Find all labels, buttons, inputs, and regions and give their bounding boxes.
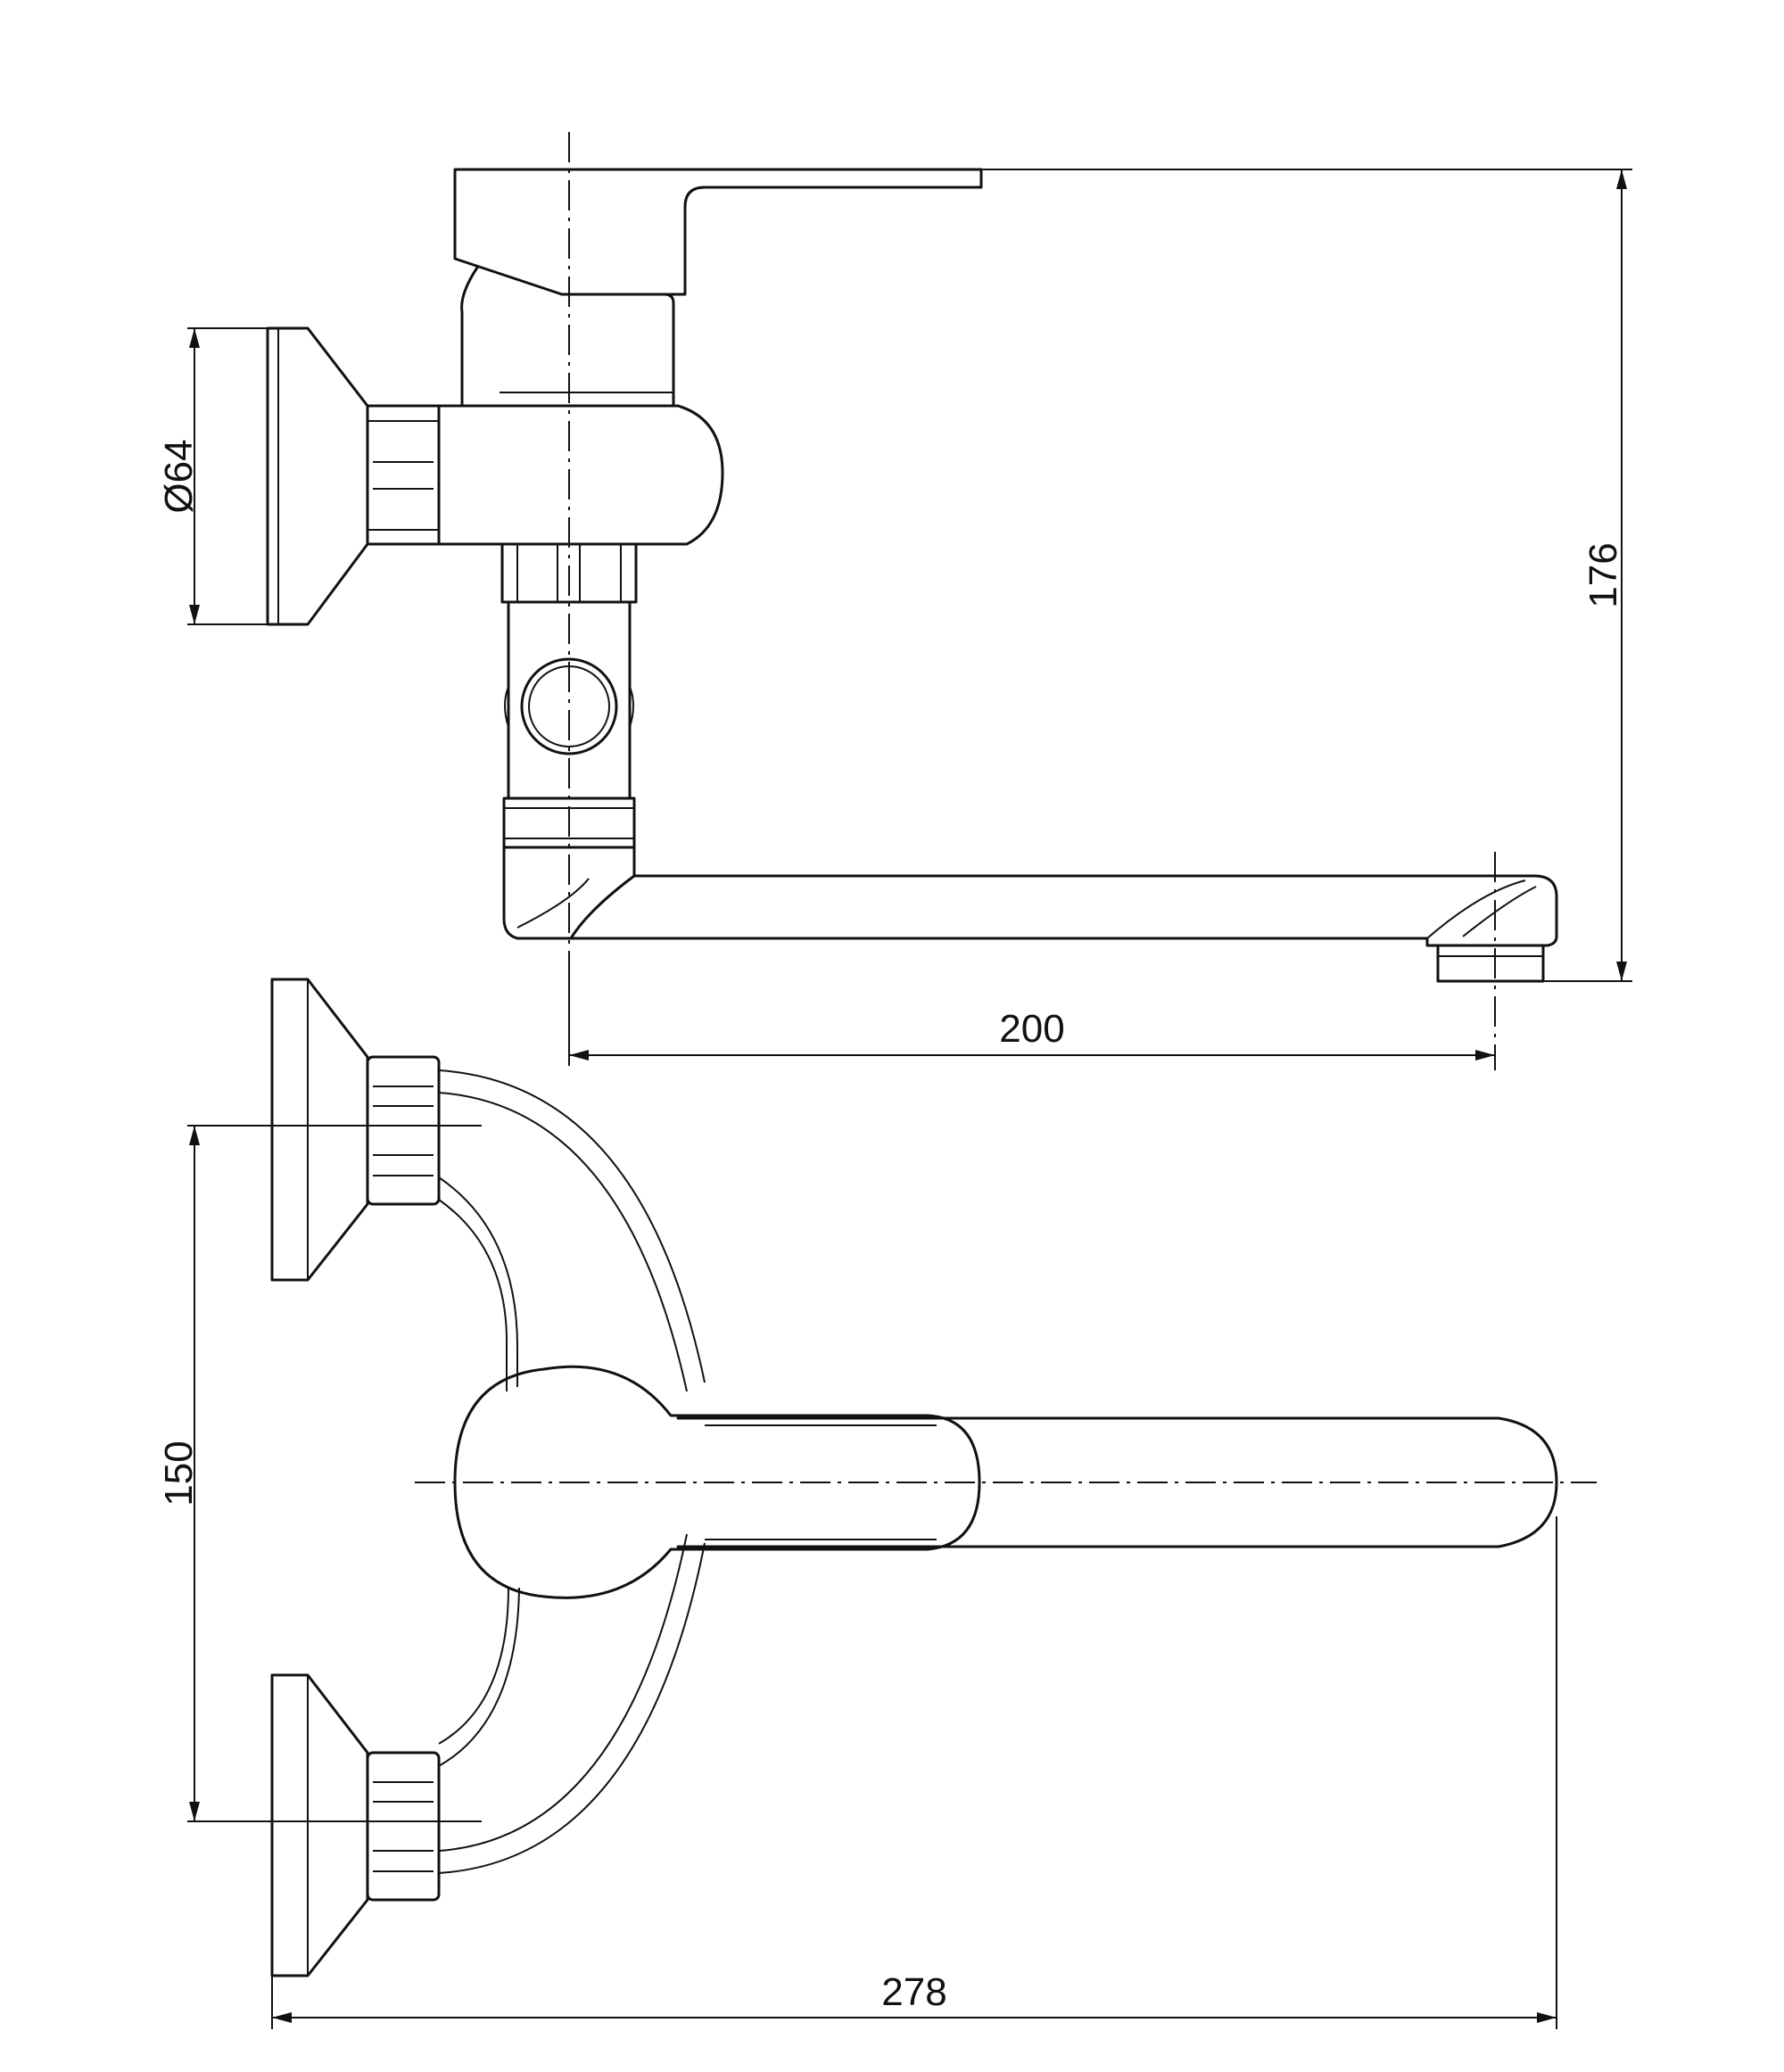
dim-spacing-label: 150	[157, 1440, 201, 1506]
dim-height: 176	[981, 169, 1632, 982]
dim-width: 278	[271, 1516, 1557, 2029]
wall-flange	[266, 326, 369, 626]
dim-height-label: 176	[1582, 542, 1625, 607]
dim-reach: 200	[568, 953, 1495, 1066]
wall-flange-lower	[270, 1673, 369, 1977]
lever-handle-top	[453, 1365, 981, 1599]
wall-flange-upper	[270, 978, 369, 1282]
connection-nut-side	[366, 404, 441, 546]
connection-nut-lower	[366, 1751, 441, 1902]
spout-base	[502, 846, 636, 940]
union-arm-upper	[438, 1069, 706, 1383]
dim-reach-label: 200	[999, 1007, 1064, 1051]
dim-diameter: Ø64	[157, 327, 268, 625]
side-view	[266, 132, 1558, 1070]
spout-top	[676, 1416, 1558, 1548]
top-view	[270, 978, 1597, 1977]
aerator	[1436, 944, 1545, 983]
spout	[569, 874, 1558, 947]
dim-diameter-label: Ø64	[157, 439, 201, 513]
connection-nut-upper	[366, 1055, 441, 1206]
union-arm-lower	[438, 1542, 706, 1874]
lever-handle	[453, 168, 983, 296]
cartridge-cap	[460, 266, 675, 408]
diverter-knob	[520, 657, 618, 755]
mixer-body	[437, 404, 724, 546]
dim-width-label: 278	[881, 1970, 946, 2014]
dim-spacing: 150	[157, 1125, 482, 1822]
